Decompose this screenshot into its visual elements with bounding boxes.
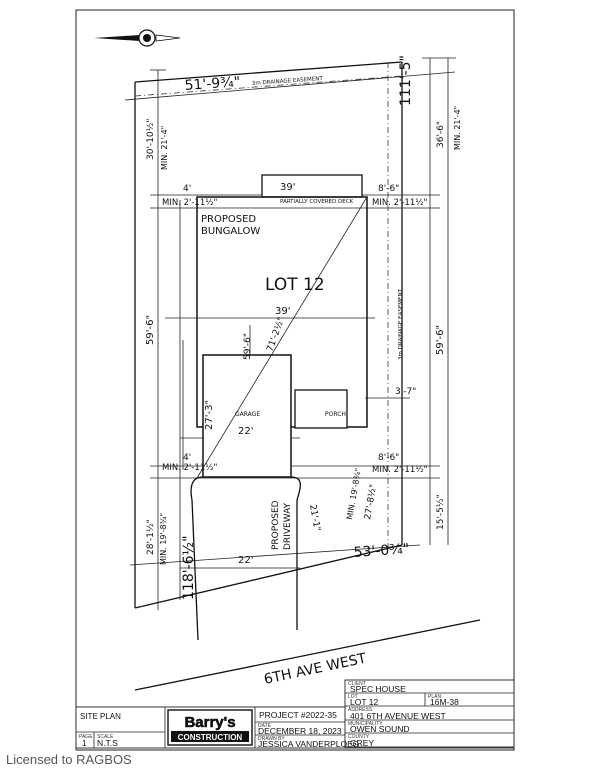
dim-house-width: 39' [275,306,290,317]
deck-label: PARTIALLY COVERED DECK [280,199,354,205]
municipality-value: OWEN SOUND [350,724,410,734]
house-label-line2: BUNGALOW [201,226,260,237]
street-edge [134,619,481,691]
municipality-label: MUNICIPALITY [348,721,383,727]
drawn-label: DRAWN BY [258,736,285,742]
rear-easement-line [134,75,403,97]
plan-value-tb: 16M-38 [430,697,459,707]
dim-front-setback-left: 28'-1½" [146,519,156,555]
easement-side-label: 3m DRAINAGE EASEMENT [398,288,404,360]
dim-right-side-top: 8'-6" [378,184,399,194]
dim-front-setback-right: 15'-5½" [436,494,446,530]
county-value: GREY [350,738,374,748]
date-label: DATE [258,723,272,729]
dim-right-side-top-min: MIN. 2'-11½" [372,198,427,208]
scale-value: N.T.S [97,738,118,748]
svg-text:Barry's: Barry's [184,714,235,731]
license-watermark: Licensed to RAGBOS [6,752,132,767]
dim-front-setback-diag-min: MIN. 19'-8¾" [345,467,363,520]
dim-deck-width: 39' [280,182,295,193]
dim-left-length: 118'-6½" [181,535,197,600]
dim-left-side-bottom: 4' [183,453,191,463]
dim-porch-offset: 3'-7" [395,387,416,397]
sheet-title: SITE PLAN [80,712,121,721]
dim-left-side-top: 4' [183,184,191,194]
dim-front-setback-left-min: MIN. 19'-8¾" [159,513,168,565]
address-label: ADDRESS [348,707,373,713]
plan-label-tb: PLAN [428,694,441,700]
dim-left-side-top-min: MIN. 2'-11½" [162,198,217,208]
dim-house-depth-right: 59'-6" [435,325,446,355]
driveway-label-line2: DRIVEWAY [283,502,293,550]
lot-label: LOT 12 [265,275,325,295]
dimension-lines [124,57,456,610]
scale-label: SCALE [97,734,114,740]
dim-rear-setback-right-min: MIN. 21'-4" [453,106,462,150]
garage-label: GARAGE [235,411,260,418]
lot-label-tb: LOT [348,694,358,700]
dim-rear-setback-left-min: MIN. 21'-4" [160,126,169,170]
dim-driveway-angle: 21'-1" [307,504,322,532]
client-value: SPEC HOUSE [350,684,406,694]
driveway [190,476,302,641]
dim-front-setback-diag: 27'-8½" [363,484,379,521]
page-label: PAGE [79,734,93,740]
title-block [75,679,515,749]
lot-value-tb: LOT 12 [350,697,378,707]
dim-rear-setback-right: 36'-6" [436,121,446,148]
dim-garage-width: 22' [238,426,253,437]
county-label: COUNTY [348,734,370,740]
dim-right-side-bottom: 8'-6" [378,453,399,463]
dim-rear-width: 51'-9¾" [184,74,241,94]
porch-label: PORCH [325,411,346,418]
dim-driveway-width: 22' [238,555,253,566]
client-label: CLIENT [348,681,366,687]
dim-house-depth-inner: 59'-6" [243,333,253,360]
house-label-line1: PROPOSED [201,214,256,225]
barrys-construction-logo: Barry's CONSTRUCTION [167,709,253,746]
dim-house-depth-left: 59'-6" [145,315,156,345]
dim-left-side-bottom-min: MIN. 2'-11½" [162,463,217,473]
easement-rear-label: 3m DRAINAGE EASEMENT [252,76,324,87]
driveway-label-line1: PROPOSED [271,500,281,550]
lot-boundary [134,61,403,609]
dim-garage-depth: 27'-3" [204,400,215,430]
page-value: 1 [82,738,87,748]
dim-right-side-bottom-min: MIN. 2'-11½" [372,465,427,475]
dim-rear-setback-left: 30'-10½" [146,119,156,161]
date-value: DECEMBER 18, 2023 [258,726,342,736]
dim-right-length: 111'-5" [398,55,414,106]
house-footprint [196,174,368,479]
drawn-value: JESSICA VANDERPLOEG [258,739,359,749]
project-number: PROJECT #2022-35 [259,710,337,720]
address-value: 401 6TH AVENUE WEST [350,711,446,721]
svg-text:CONSTRUCTION: CONSTRUCTION [178,733,243,742]
dim-front-width: 53'-0¾" [353,541,410,561]
north-arrow-icon [94,29,181,47]
sheet-border [75,9,515,751]
